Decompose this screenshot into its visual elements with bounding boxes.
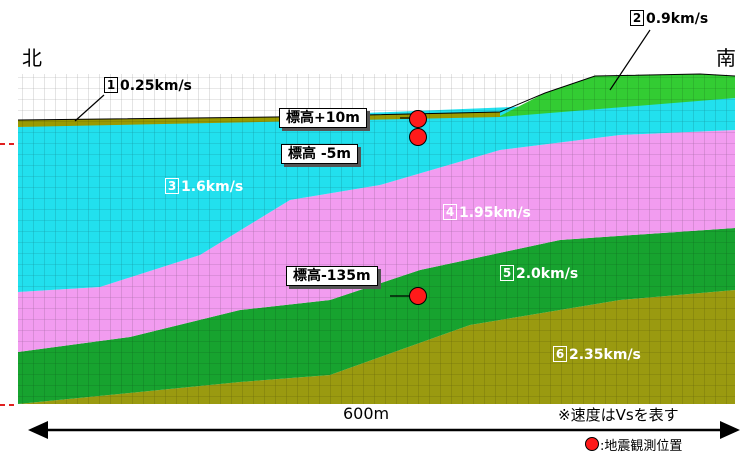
station-label-1: 標高+10m: [279, 108, 367, 128]
station-marker-1: [409, 110, 427, 128]
velocity-note: ※速度はVsを表す: [558, 406, 679, 424]
mesh-grid: [18, 74, 735, 404]
station-marker-2: [409, 128, 427, 146]
legend-label: :地震観測位置: [600, 439, 683, 454]
south-label: 南: [716, 46, 736, 70]
leader-line-1: [74, 94, 105, 122]
scale-label: 600m: [343, 404, 390, 423]
station-marker-3: [409, 287, 427, 305]
station-label-3: 標高-135m: [286, 266, 378, 286]
leader-line-2: [609, 29, 651, 91]
north-label: 北: [22, 46, 42, 70]
ground-surface: [17, 73, 736, 121]
scale-arrowhead-left: [28, 421, 48, 439]
station-label-2: 標高 -5m: [281, 144, 359, 164]
scale-arrowhead-right: [720, 421, 740, 439]
legend-marker: [585, 437, 599, 451]
